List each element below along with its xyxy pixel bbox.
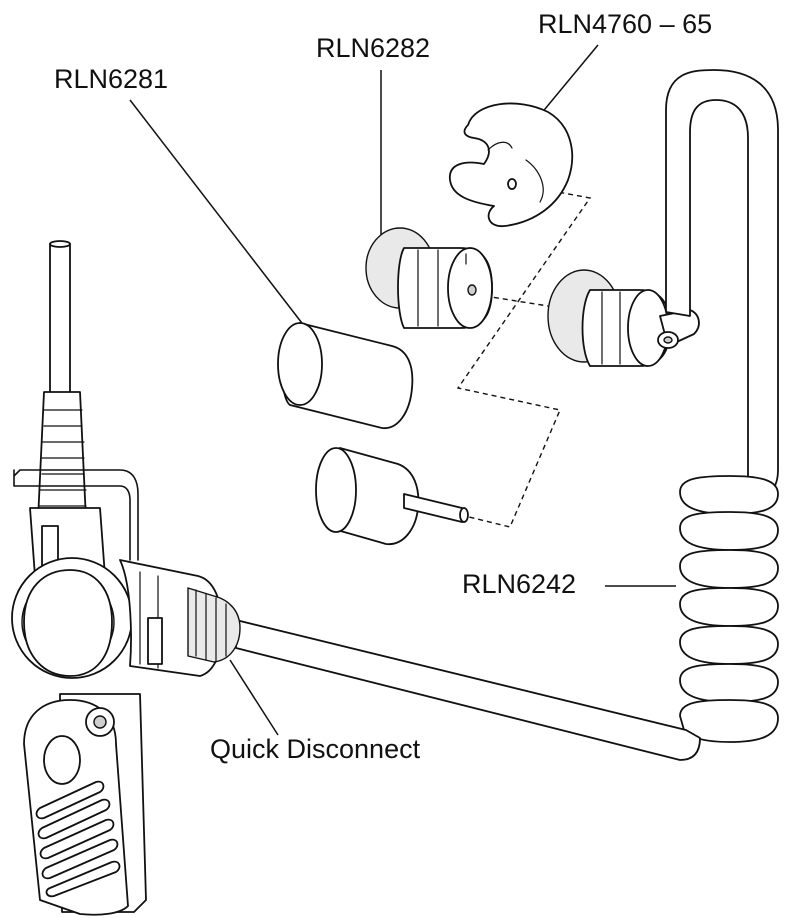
audio-plug-assembly [11,391,241,679]
radio-antenna [49,240,71,401]
label-quick-disconnect: Quick Disconnect [210,734,421,764]
leader-rln4760 [539,44,599,116]
belt-clip [23,693,147,916]
label-rln6281: RLN6281 [54,64,168,94]
ear-mold [449,102,574,227]
label-rln6242: RLN6242 [462,569,576,599]
mushroom-eartip [315,447,469,545]
eartip-mounted [547,269,700,367]
label-rln6282: RLN6282 [316,33,430,63]
label-rln4760-65: RLN4760 – 65 [538,9,712,39]
leader-lines [129,44,676,736]
acoustic-tube-rln6242 [235,69,779,761]
foam-cover-rln6281 [277,322,414,429]
leader-rln6281 [129,99,316,341]
assembly-guides [456,183,592,528]
eartip-rln6282 [365,227,493,329]
leader-quick-disconnect [229,659,279,736]
